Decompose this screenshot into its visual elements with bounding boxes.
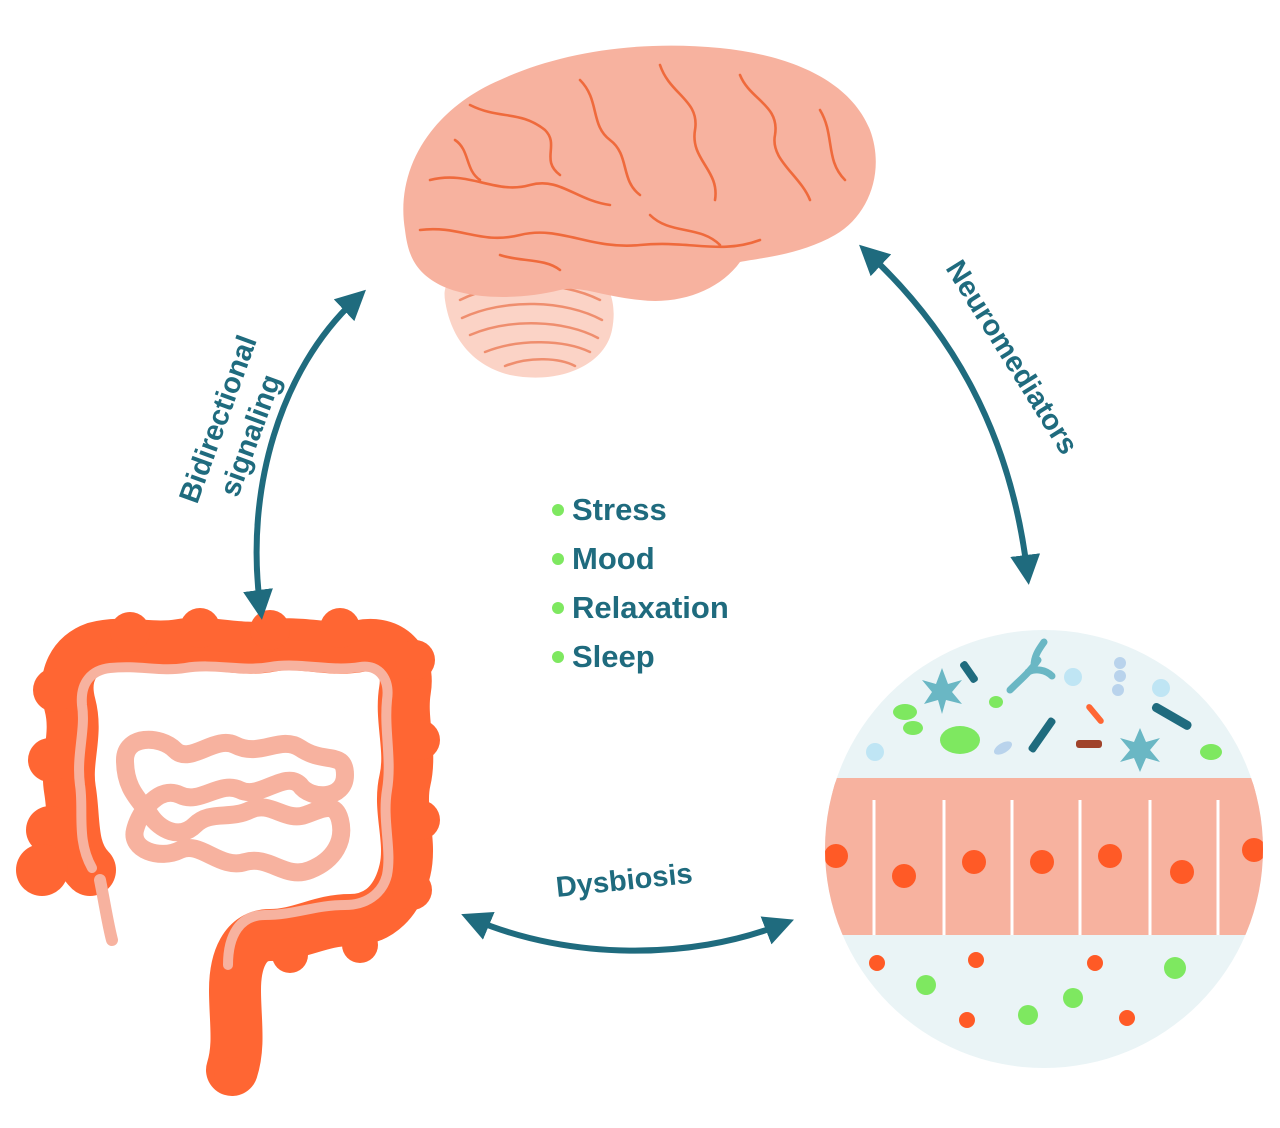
brain-icon [403, 45, 876, 378]
bullet-dot [552, 504, 564, 516]
arrow-bottom [461, 911, 794, 954]
list-item-sleep: Sleep [572, 639, 655, 674]
bullet-dot [552, 651, 564, 663]
bullet-dot [552, 602, 564, 614]
arrow-right-label: Neuromediators [939, 255, 1084, 461]
arrow-left [243, 289, 366, 620]
list-item-relaxation: Relaxation [572, 590, 729, 625]
intestine-icon [16, 608, 440, 1096]
arrow-right [859, 244, 1041, 585]
dysbiosis-label-group: Dysbiosis [554, 858, 694, 904]
list-item-mood: Mood [572, 541, 655, 576]
effects-list: Stress Mood Relaxation Sleep [552, 492, 729, 674]
gut-lining-icon [825, 630, 1263, 1068]
list-item-stress: Stress [572, 492, 667, 527]
bullet-dot [552, 553, 564, 565]
arrow-bottom-label: Dysbiosis [554, 858, 694, 904]
neuromediators-label-group: Neuromediators [939, 255, 1084, 461]
